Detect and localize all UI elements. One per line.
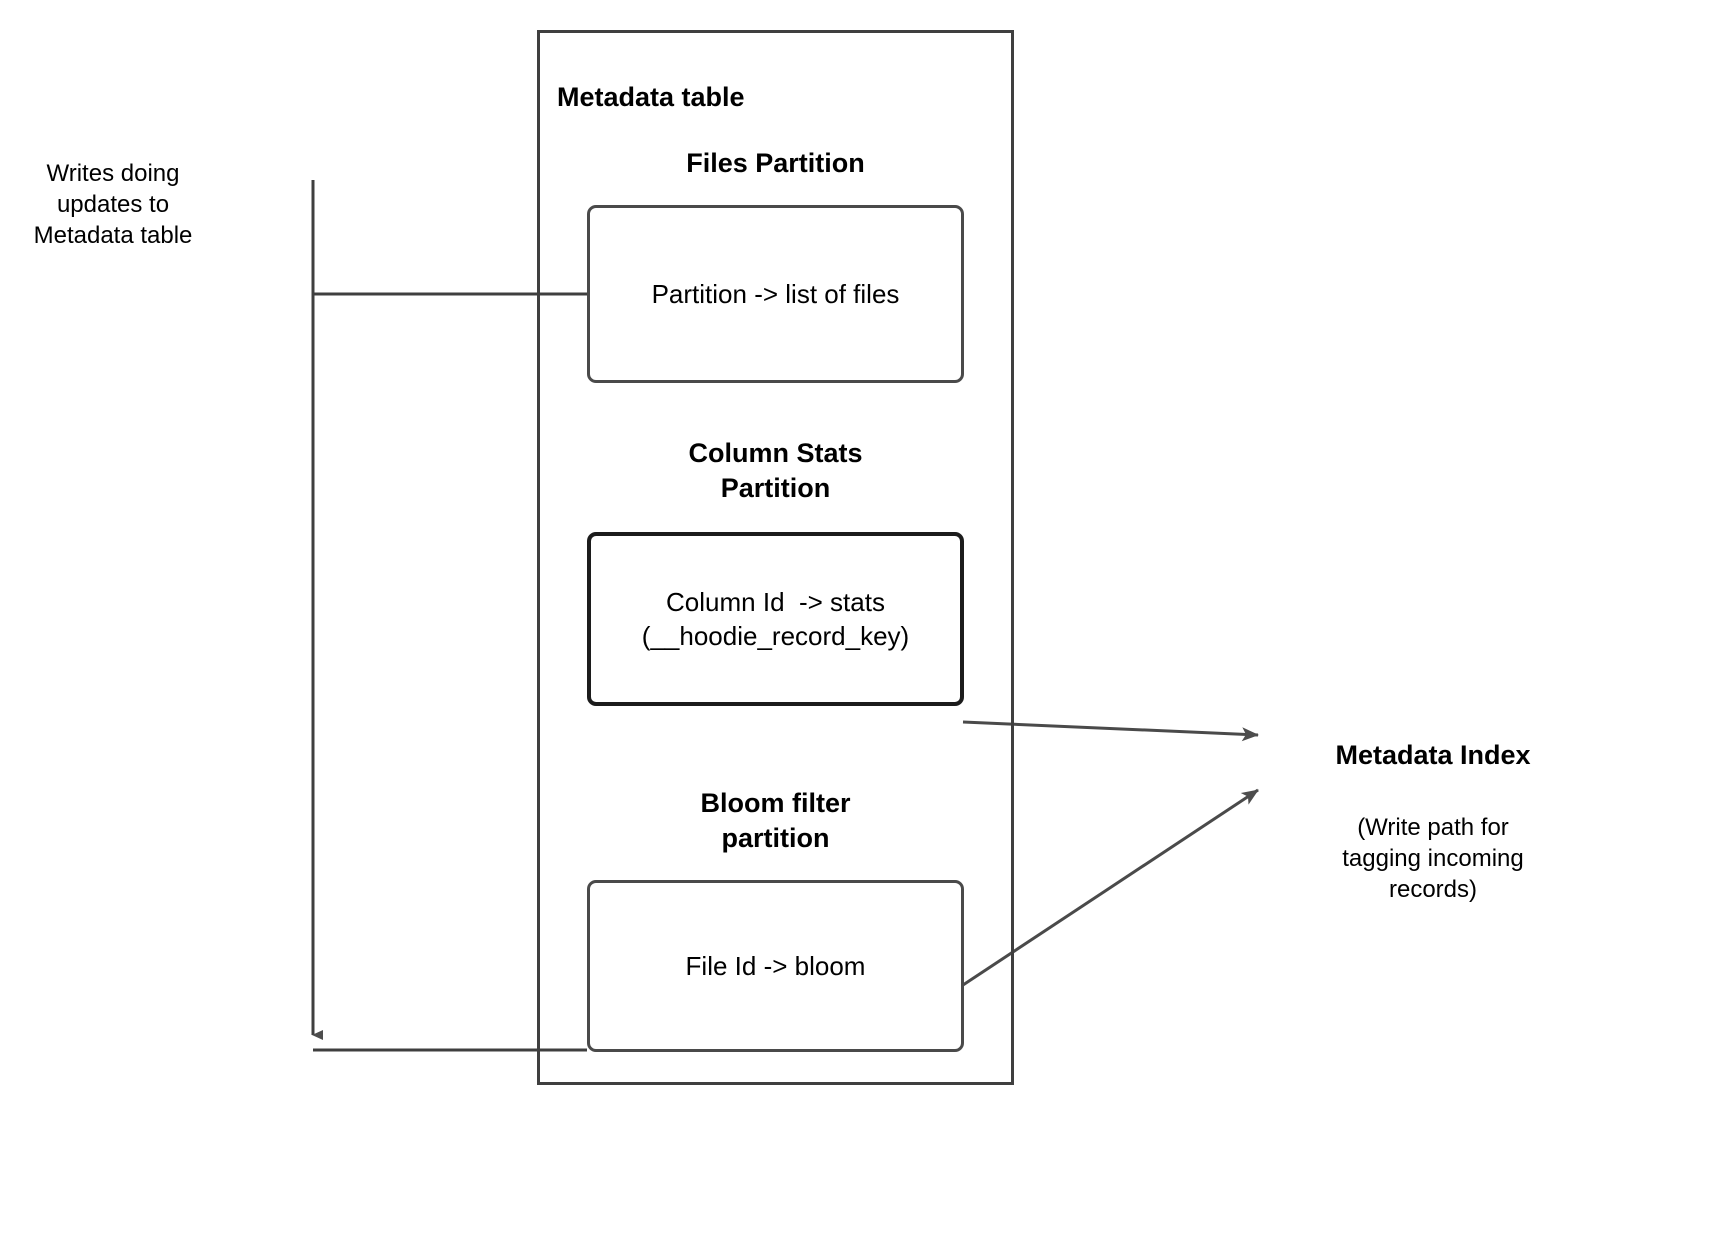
column-stats-partition-box-text: Column Id -> stats (__hoodie_record_key) <box>641 586 910 651</box>
files-partition-box-text: Partition -> list of files <box>651 278 900 309</box>
files-partition-box: Partition -> list of files <box>587 205 964 383</box>
files-partition-heading: Files Partition <box>686 148 865 178</box>
writes-updates-label: Writes doing updates to Metadata table <box>33 160 193 250</box>
metadata-index-caption: (Write path for tagging incoming records… <box>1342 814 1524 904</box>
metadata-index-title: Metadata Index <box>1335 740 1531 770</box>
metadata-table-container <box>537 30 1014 1085</box>
column-stats-partition-heading: Column Stats Partition <box>688 438 863 504</box>
bloom-filter-partition-box: File Id -> bloom <box>587 880 964 1052</box>
metadata-table-title: Metadata table <box>557 82 745 112</box>
bloom-filter-partition-heading: Bloom filter partition <box>700 788 851 854</box>
bloom-filter-partition-box-text: File Id -> bloom <box>685 950 866 981</box>
column-stats-partition-box: Column Id -> stats (__hoodie_record_key) <box>587 532 964 706</box>
